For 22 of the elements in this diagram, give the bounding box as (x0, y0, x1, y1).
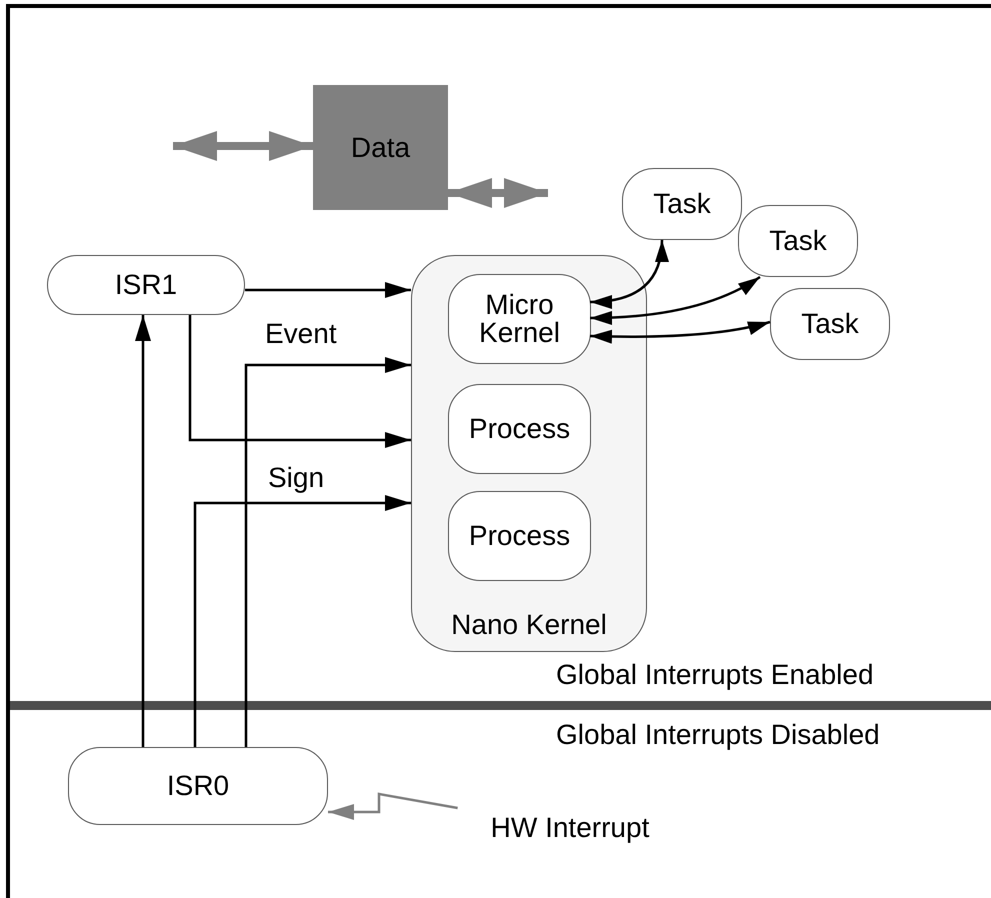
node-label: Data (350, 134, 410, 162)
node-label: Process (468, 415, 570, 443)
region-label: Global Interrupts Disabled (556, 721, 880, 749)
rounded-box (770, 288, 890, 360)
node-label: ISR1 (114, 271, 178, 299)
region-label: Global Interrupts Enabled (556, 661, 874, 689)
kernel-container (411, 255, 647, 652)
node-label: Task (653, 190, 711, 218)
rounded-box (68, 747, 328, 825)
node-label: Task (769, 227, 827, 255)
node-label: Task (801, 310, 859, 338)
rounded-box (448, 274, 591, 364)
rounded-box (448, 384, 591, 474)
node-label: HW Interrupt (490, 814, 650, 842)
node-label: Nano Kernel (451, 611, 607, 639)
node-label: Process (468, 522, 570, 550)
node-label: Micro Kernel (478, 291, 561, 347)
rounded-box (622, 168, 742, 240)
rounded-box (448, 491, 591, 581)
node-label: ISR0 (166, 772, 230, 800)
rounded-box (738, 205, 858, 277)
data-box (313, 85, 448, 210)
